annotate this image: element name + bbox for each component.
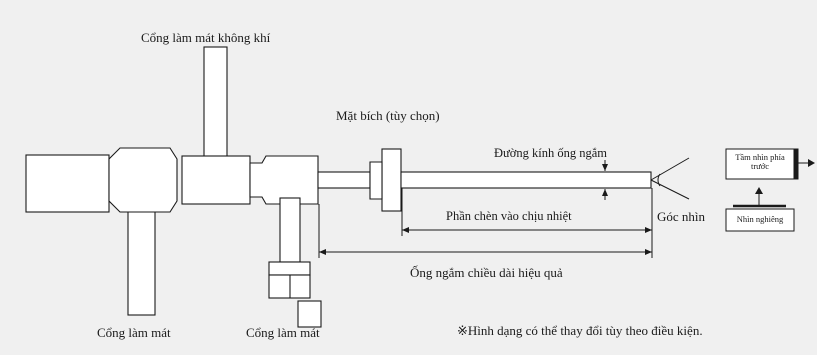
cooling-port-block [297,300,322,328]
insertion-length-label: Phần chèn vào chịu nhiệt [446,209,572,223]
flange-hub [369,161,383,200]
body-middle [108,147,178,213]
viewing-angle-label: Góc nhìn [657,209,706,224]
cooling-port-left-label: Cổng làm mát [97,325,171,340]
oblique-view-box [725,208,795,232]
flange-label: Mặt bích (tùy chọn) [336,108,440,123]
air-cooling-port-label: Cổng làm mát không khí [141,30,271,45]
sight-tube [400,171,652,189]
reducer [249,155,319,205]
pipe-short [317,171,371,189]
shape-note: ※Hình dạng có thể thay đổi tùy theo điều… [457,323,703,338]
forward-view-box [725,148,795,180]
cooling-tube-right [279,197,301,263]
body-left [25,154,110,213]
cooling-port-right-label: Cổng làm mát [246,325,320,340]
forward-view-text: Tầm nhìn phía trước [735,152,785,172]
cooling-tube-left [127,199,156,316]
body-right [181,155,251,205]
effective-length-label: Ống ngắm chiều dài hiệu quả [410,265,563,280]
air-cooling-tube [203,46,228,158]
cooling-fitting-top [268,261,311,276]
oblique-view-text: Nhìn nghiêng [736,214,784,224]
flange-outer [381,148,402,212]
tube-diameter-label: Đường kính ống ngắm [494,146,608,160]
